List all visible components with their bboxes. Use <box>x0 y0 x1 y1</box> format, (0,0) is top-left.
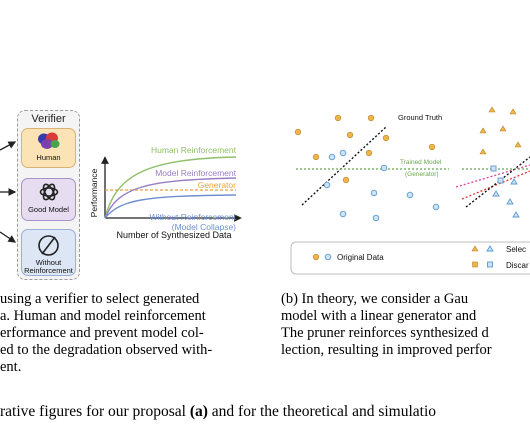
point <box>365 149 373 157</box>
point <box>497 177 504 184</box>
figure-caption: rative figures for our proposal (a) and … <box>0 403 436 420</box>
xlabel: Number of Synthesized Data <box>116 230 231 240</box>
legend-selected-label: Selec <box>506 245 526 254</box>
point <box>372 214 380 222</box>
caption-a-line5: ent. <box>0 359 22 375</box>
point <box>346 131 354 139</box>
point <box>512 211 520 218</box>
human-brain-icon <box>38 132 60 149</box>
caption-b-line3: The pruner reinforces synthesized d <box>281 325 489 341</box>
figure-caption-post: and for the theoretical and simulatio <box>207 403 437 420</box>
performance-chart: Performance Number of Synthesized Data H… <box>89 145 242 240</box>
good-model-label: Good Model <box>28 205 69 214</box>
point <box>509 108 517 115</box>
ylabel: Performance <box>89 168 99 217</box>
discarded-blue-squares <box>490 165 504 184</box>
without-label-line2: Reinforcement <box>24 266 73 275</box>
point <box>479 148 487 155</box>
human-label: Human <box>36 153 61 162</box>
pink-fit-line <box>455 164 530 188</box>
figure-caption-pre: rative figures for our proposal <box>0 403 190 420</box>
trained-model-label: Trained Model <box>400 159 442 166</box>
point <box>479 127 487 134</box>
trained-model-label-2: (Generator) <box>405 171 439 178</box>
point <box>312 153 320 161</box>
point <box>339 210 347 218</box>
original-orange-points <box>294 114 436 184</box>
ground-truth-line <box>301 126 387 206</box>
figure-caption-bold-a: (a) <box>189 403 208 420</box>
legend-orange-square <box>472 261 478 268</box>
point <box>432 203 440 211</box>
point <box>428 143 436 151</box>
legend-blue-square <box>487 261 493 268</box>
label-model-collapse: (Model Collapse) <box>172 222 236 232</box>
point <box>510 178 518 185</box>
selected-blue-triangles <box>492 178 520 218</box>
selected-orange-triangles <box>479 106 522 155</box>
label-generator: Generator <box>198 180 236 190</box>
caption-b-line2: model with a linear generator and <box>281 308 477 324</box>
legend-discarded-label: Discar <box>506 261 529 270</box>
series-model-reinforcement <box>104 177 237 219</box>
red-fit-line <box>461 170 530 200</box>
point <box>490 165 497 172</box>
caption-a-line3: erformance and prevent model col- <box>0 325 204 341</box>
point <box>514 141 522 148</box>
series-without-reinforcement <box>104 194 237 219</box>
caption-b-line1: (b) In theory, we consider a Gau <box>281 291 469 307</box>
without-reinforcement-box <box>21 229 76 276</box>
empty-set-icon <box>38 235 59 256</box>
point <box>294 128 302 136</box>
point <box>380 164 388 172</box>
point <box>339 149 347 157</box>
label-human-reinforcement: Human Reinforcement <box>151 145 237 155</box>
legend-orange-triangle <box>471 245 479 252</box>
legend-original-label: Original Data <box>337 253 384 262</box>
point <box>342 176 350 184</box>
label-model-reinforcement: Model Reinforcement <box>155 168 236 178</box>
point <box>334 114 342 122</box>
verifier-title: Verifier <box>31 113 66 125</box>
point <box>367 114 375 122</box>
caption-a-line4: ed to the degradation observed with- <box>0 342 213 358</box>
caption-b-line4: lection, resulting in improved perfor <box>281 342 492 358</box>
input-arrows <box>0 141 17 243</box>
point <box>406 191 414 199</box>
point <box>499 125 507 132</box>
point <box>323 181 331 189</box>
gaussian-scatter-plot: Ground Truth Trained Model (Generator) <box>290 106 530 275</box>
point <box>488 106 496 113</box>
legend-blue-circle <box>324 253 332 261</box>
label-without-reinforcement: Without Reinforcement <box>150 212 237 222</box>
legend-box <box>290 241 530 275</box>
series-human-reinforcement <box>104 156 237 219</box>
point <box>328 153 336 161</box>
point <box>506 198 514 205</box>
caption-a-line2: a. Human and model reinforcement <box>0 308 206 324</box>
original-blue-points <box>323 149 440 222</box>
ai-model-icon <box>39 183 59 201</box>
point <box>382 134 390 142</box>
point <box>370 189 378 197</box>
ground-truth-label: Ground Truth <box>398 113 442 122</box>
point <box>492 190 500 197</box>
without-label-line1: Without <box>35 258 62 267</box>
legend-blue-triangle <box>486 245 494 252</box>
legend-orange-circle <box>312 253 320 261</box>
caption-a-line1: using a verifier to select generated <box>0 291 200 307</box>
